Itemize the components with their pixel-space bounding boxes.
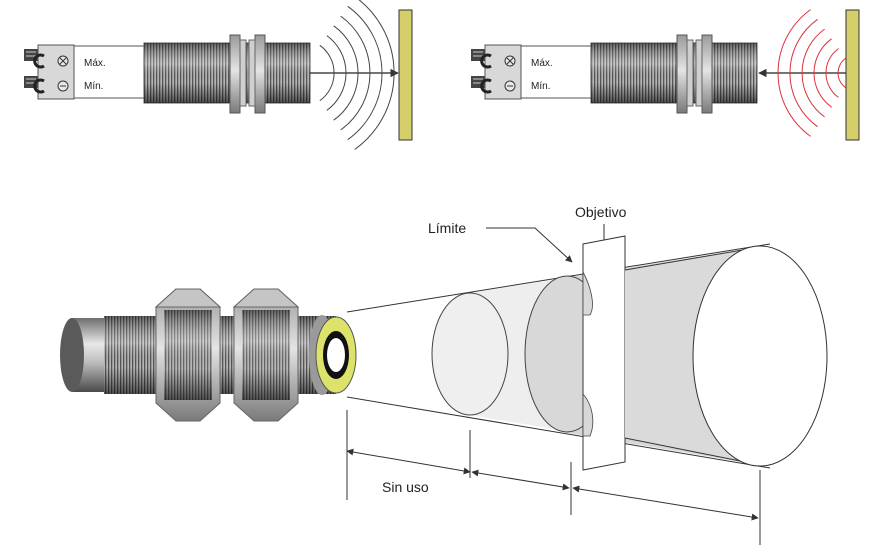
wave-arc <box>333 25 359 121</box>
echo-sound-waves <box>777 9 846 137</box>
sensor-emitting: Máx. Mín. <box>24 0 413 150</box>
wave-arc <box>777 9 811 137</box>
limit-label: Límite <box>428 220 466 236</box>
hex-nut <box>232 288 300 422</box>
ultrasonic-sensor <box>60 288 357 422</box>
beam-edge-bottom <box>346 396 771 469</box>
wave-arc <box>789 18 818 128</box>
min-label: Mín. <box>84 81 103 92</box>
emitted-sound-waves <box>319 0 395 150</box>
unused-label: Sin uso <box>382 479 429 495</box>
target-label: Objetivo <box>575 204 627 220</box>
wave-arc <box>825 48 839 98</box>
wave-arc <box>837 57 846 89</box>
min-adjust-screw-icon <box>33 78 69 94</box>
wave-arc <box>340 15 371 131</box>
detection-range-end <box>624 245 828 467</box>
limit-leader <box>486 227 573 263</box>
min-label: Mín. <box>531 81 550 92</box>
min-adjust-screw-icon <box>480 78 516 94</box>
detection-zone-diagram: Objetivo Límite Sin uso <box>60 204 828 545</box>
wave-arc <box>354 0 395 150</box>
max-adjust-screw-icon <box>480 53 516 69</box>
lock-nut <box>229 34 247 114</box>
sensor-receiving: Máx. Mín. <box>471 9 860 141</box>
target-plate <box>398 9 413 141</box>
wave-arc <box>813 38 832 108</box>
max-label: Máx. <box>84 58 106 69</box>
max-adjust-screw-icon <box>33 53 69 69</box>
lock-nut <box>695 34 713 114</box>
wave-arc <box>347 5 383 141</box>
hex-nut <box>154 288 222 422</box>
wave-arc <box>326 35 347 111</box>
wave-arc <box>801 28 825 118</box>
max-label: Máx. <box>531 58 553 69</box>
dimension-lines <box>346 410 761 545</box>
target-plate <box>845 9 860 141</box>
lock-nut <box>676 34 694 114</box>
lock-nut <box>248 34 266 114</box>
wave-arc <box>319 44 335 102</box>
target-object <box>582 235 626 471</box>
